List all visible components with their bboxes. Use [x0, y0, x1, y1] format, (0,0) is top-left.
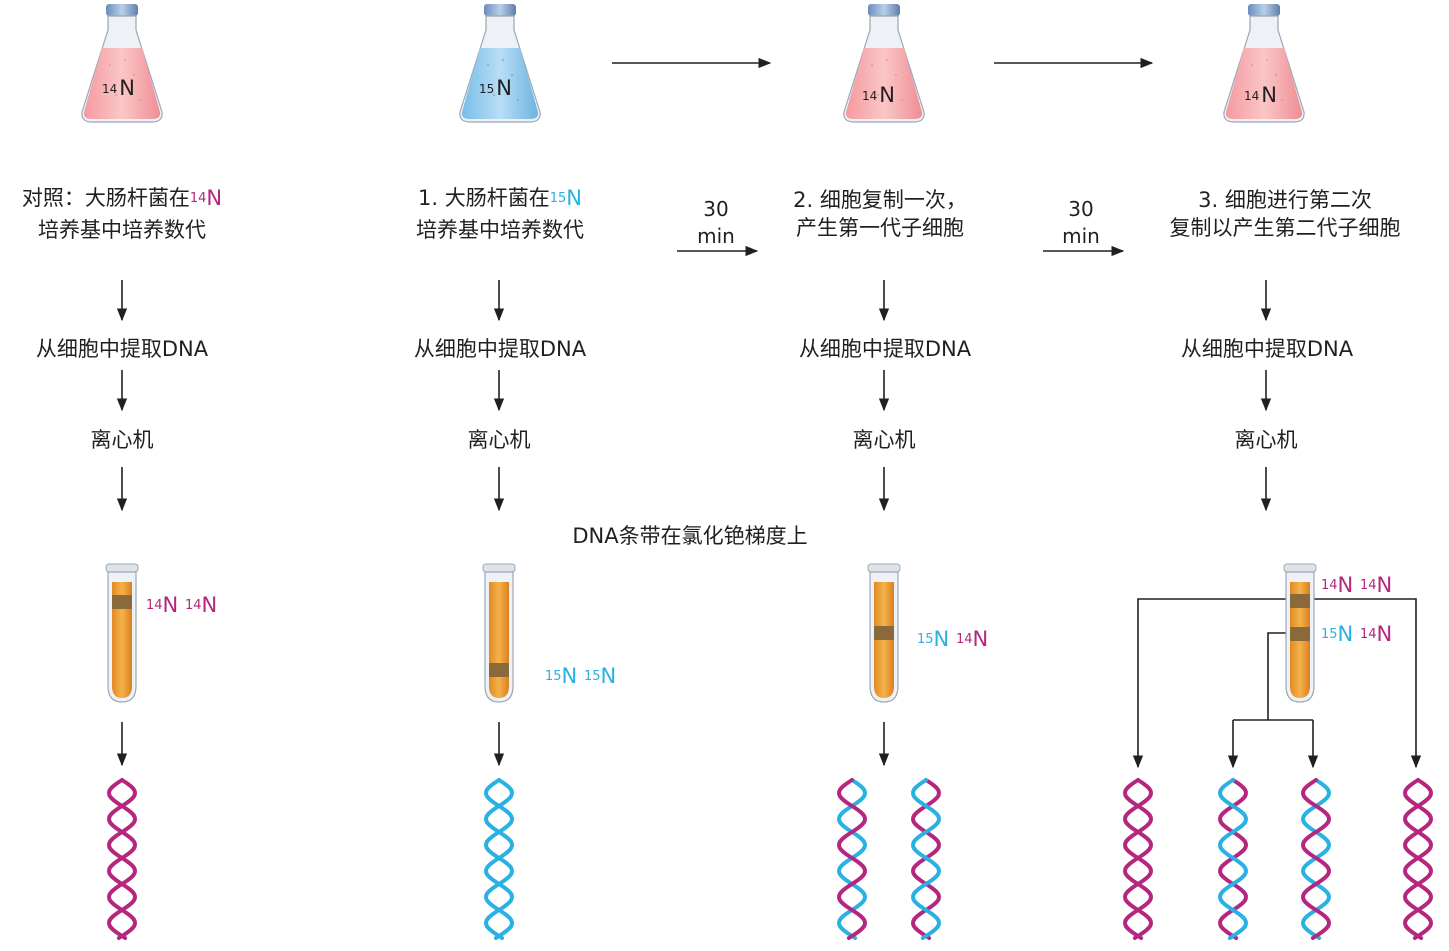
flask-isotope-label: 14N: [862, 83, 895, 107]
dna-strand: [1403, 778, 1433, 940]
dna-strand: [107, 778, 137, 940]
flask-n14-control: [81, 4, 163, 123]
band-label-light: 14N 14N: [146, 593, 218, 617]
gradient-caption: DNA条带在氯化铯梯度上: [572, 524, 808, 548]
band-label-hybrid: 15N 14N: [1321, 622, 1393, 646]
dna-strand: [484, 778, 514, 940]
dna-double-helix: [1301, 778, 1331, 940]
flask-isotope-label: 14N: [102, 76, 135, 100]
dna-band: [489, 663, 509, 677]
dna-band: [1290, 594, 1310, 608]
hybrid-band-branch: [1267, 632, 1288, 720]
extract-dna-label: 从细胞中提取DNA: [798, 337, 972, 361]
extract-dna-label: 从细胞中提取DNA: [35, 337, 209, 361]
dna-double-helix: [1403, 778, 1433, 940]
band-label-hybrid: 15N 14N: [917, 627, 989, 651]
centrifuge-tube-n15: [482, 563, 516, 703]
light-band-branch: [1310, 598, 1422, 769]
centrifuge-tube-gen2: [1283, 563, 1317, 703]
dna-double-helix: [1218, 778, 1248, 940]
dna-band: [112, 595, 132, 609]
dna-double-helix: [107, 778, 137, 940]
flask-n14-generation1: [843, 4, 925, 123]
dna-strand: [911, 778, 941, 940]
flask-isotope-label: 15N: [479, 76, 512, 100]
flask-n14-generation2: [1223, 4, 1305, 123]
band-label-light: 14N 14N: [1321, 573, 1393, 597]
extract-dna-label: 从细胞中提取DNA: [1180, 337, 1354, 361]
dna-strand: [1218, 778, 1248, 940]
dna-strand: [1301, 778, 1331, 940]
dna-band: [874, 626, 894, 640]
centrifuge-tube-gen1: [867, 563, 901, 703]
dna-double-helix: [1123, 778, 1153, 940]
centrifuge-label: 离心机: [1234, 428, 1298, 452]
dna-strand: [1123, 778, 1153, 940]
flask-n15-culture: [459, 4, 541, 123]
flask-isotope-label: 14N: [1244, 83, 1277, 107]
control-heading: 对照：大肠杆菌在14N 培养基中培养数代: [21, 186, 223, 242]
step2-heading: 2. 细胞复制一次， 产生第一代子细胞: [793, 188, 967, 240]
dna-double-helix: [484, 778, 514, 940]
light-band-branch: [1132, 598, 1288, 769]
centrifuge-label: 离心机: [467, 428, 531, 452]
centrifuge-tube-control: [105, 563, 139, 703]
step1-heading: 1. 大肠杆菌在15N 培养基中培养数代: [416, 186, 584, 242]
dna-double-helix: [911, 778, 941, 940]
dna-band: [1290, 627, 1310, 641]
centrifuge-label: 离心机: [852, 428, 916, 452]
centrifuge-label: 离心机: [90, 428, 154, 452]
step3-heading: 3. 细胞进行第二次 复制以产生第二代子细胞: [1169, 188, 1401, 240]
band-label-heavy: 15N 15N: [545, 664, 617, 688]
extract-dna-label: 从细胞中提取DNA: [413, 337, 587, 361]
dna-double-helix: [837, 778, 867, 940]
dna-strand: [837, 778, 867, 940]
